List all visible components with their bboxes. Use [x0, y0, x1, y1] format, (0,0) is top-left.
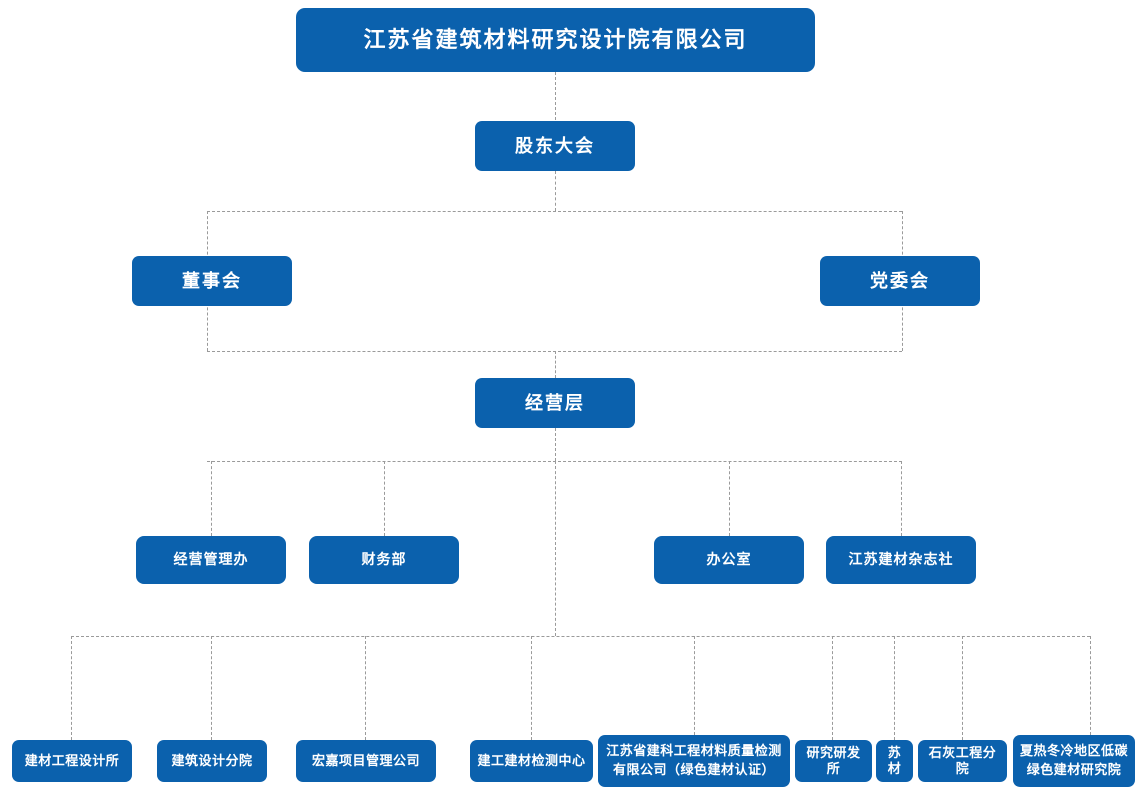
connector-governance-bottom-bus — [207, 351, 902, 352]
connector-subsidiary-drop-8 — [962, 636, 963, 740]
node-management-layer[interactable]: 经营层 — [475, 378, 635, 428]
connector-root-to-shareholders — [555, 72, 556, 120]
node-subsidiary-architectural-design-branch[interactable]: 建筑设计分院 — [157, 740, 267, 782]
node-subsidiary-hongjia-project-management[interactable]: 宏嘉项目管理公司 — [296, 740, 436, 782]
connector-management-spine-to-subsidiaries — [555, 461, 556, 636]
connector-governance-top-bus — [207, 211, 902, 212]
connector-department-drop-3 — [729, 461, 730, 536]
connector-subsidiary-drop-3 — [365, 636, 366, 740]
node-shareholders-meeting[interactable]: 股东大会 — [475, 121, 635, 171]
node-subsidiary-building-materials-engineering-design-institute[interactable]: 建材工程设计所 — [12, 740, 132, 782]
connector-subsidiaries-bus — [71, 636, 1090, 637]
connector-shareholders-down — [555, 171, 556, 211]
node-subsidiary-lime-engineering-branch[interactable]: 石灰工程分院 — [918, 740, 1007, 782]
connector-subsidiary-drop-1 — [71, 636, 72, 740]
connector-subsidiary-drop-6 — [832, 636, 833, 740]
node-subsidiary-research-and-development-institute[interactable]: 研究研发所 — [795, 740, 872, 782]
node-department-operations-office[interactable]: 经营管理办 — [136, 536, 286, 584]
connector-management-down — [555, 428, 556, 461]
node-board-of-directors[interactable]: 董事会 — [132, 256, 292, 306]
connector-department-drop-4 — [901, 461, 902, 536]
node-subsidiary-construction-materials-testing-center[interactable]: 建工建材检测中心 — [470, 740, 593, 782]
node-subsidiary-low-carbon-green-building-materials-institute[interactable]: 夏热冬冷地区低碳 绿色建材研究院 — [1013, 735, 1135, 787]
connector-subsidiary-drop-7 — [894, 636, 895, 740]
node-party-committee[interactable]: 党委会 — [820, 256, 980, 306]
node-department-general-office[interactable]: 办公室 — [654, 536, 804, 584]
node-subsidiary-sucai[interactable]: 苏材 — [876, 740, 913, 782]
connector-subsidiary-drop-5 — [694, 636, 695, 740]
connector-department-drop-1 — [211, 461, 212, 536]
connector-subsidiary-drop-9 — [1090, 636, 1091, 740]
node-root-company[interactable]: 江苏省建筑材料研究设计院有限公司 — [296, 8, 815, 72]
connector-subsidiary-drop-4 — [531, 636, 532, 740]
node-department-jiangsu-building-materials-magazine[interactable]: 江苏建材杂志社 — [826, 536, 976, 584]
node-department-finance[interactable]: 财务部 — [309, 536, 459, 584]
connector-subsidiary-drop-2 — [211, 636, 212, 740]
connector-departments-bus — [207, 461, 902, 462]
connector-governance-to-management — [555, 351, 556, 378]
node-subsidiary-jianke-quality-testing-green-certification[interactable]: 江苏省建科工程材料质量检测 有限公司（绿色建材认证） — [598, 735, 790, 787]
connector-department-drop-2 — [384, 461, 385, 536]
